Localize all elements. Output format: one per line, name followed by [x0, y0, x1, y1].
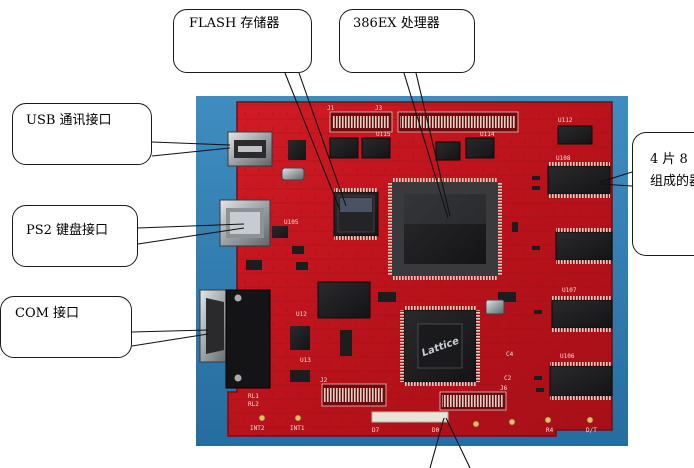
callout-386ex-processor: 386EX 处理器	[339, 9, 475, 73]
test-points	[258, 414, 594, 428]
crystal-oscillator	[485, 299, 505, 315]
chip-u112: U112	[557, 117, 593, 145]
label-u112: U112	[558, 117, 573, 124]
chip-soic	[361, 137, 391, 159]
label-u115: U115	[376, 131, 391, 138]
ram-chip-u108: U108	[547, 155, 611, 198]
smd-part	[292, 246, 304, 254]
smd-part	[296, 262, 308, 270]
ps2-connector	[219, 199, 271, 247]
callout-pointers	[131, 72, 633, 468]
label-rl1: RL1	[248, 393, 259, 400]
label-rl2: RL2	[248, 401, 259, 408]
label-u107: U107	[562, 287, 577, 294]
pointer-usb	[151, 141, 231, 146]
label-j6: J6	[500, 385, 508, 392]
label-d7: D7	[372, 427, 380, 434]
pointer-bottom	[429, 417, 445, 468]
flash-chip	[333, 188, 379, 240]
pointer-cpu	[403, 72, 449, 219]
smd-part	[246, 260, 262, 270]
pointer-com	[131, 329, 209, 333]
callout-ps2-keyboard-interface: PS2 键盘接口	[12, 205, 138, 267]
header-j6: J6	[439, 385, 508, 411]
label-j3: J3	[375, 105, 383, 112]
pointer-cpu	[415, 72, 451, 217]
memory-chip	[317, 281, 371, 319]
chip-u114: U114	[465, 131, 495, 159]
crystal	[281, 167, 305, 181]
label-int1: INT1	[290, 425, 305, 432]
header-j3: J3	[375, 105, 519, 133]
callout-usb-interface: USB 通讯接口	[12, 103, 152, 165]
label-c4: C4	[506, 351, 514, 358]
pointer-ram	[599, 171, 633, 183]
cpld-lattice: Lattice	[400, 306, 480, 386]
label-u106: U106	[560, 353, 575, 360]
pointer-ram	[599, 183, 633, 187]
label-u13: U13	[300, 357, 311, 364]
pointer-ps2	[137, 227, 245, 245]
callout-flash-memory: FLASH 存储器	[173, 9, 312, 73]
pointer-usb	[151, 147, 231, 157]
label-d0: D0	[432, 427, 440, 434]
cpu-386ex	[388, 178, 502, 280]
chip-soic	[290, 326, 310, 350]
chip-u115: U115	[329, 131, 391, 159]
pointer-flash	[284, 72, 341, 211]
ram-chip-u107: U107	[551, 287, 613, 332]
ram-chip-2	[555, 228, 613, 264]
pointer-bottom	[445, 417, 471, 468]
callout-com-interface: COM 接口	[0, 296, 132, 358]
smd-part	[340, 330, 352, 356]
com-db9-connector	[199, 289, 271, 389]
label-u12: U12	[296, 311, 307, 318]
smd-components	[498, 176, 544, 392]
label-r4: R4	[546, 427, 554, 434]
smd-part	[378, 292, 396, 302]
chip-soic	[435, 141, 461, 161]
label-dt: D/T	[586, 427, 597, 434]
pointer-flash	[298, 72, 347, 207]
header-j1: J1	[327, 105, 393, 133]
smd-part	[290, 370, 310, 382]
chip-small	[288, 140, 306, 160]
label-u114: U114	[480, 131, 495, 138]
label-c2: C2	[504, 375, 512, 382]
label-j1: J1	[327, 105, 335, 112]
label-u108: U108	[556, 155, 571, 162]
usb-connector	[227, 131, 273, 167]
label-j2: J2	[320, 377, 328, 384]
label-int2: INT2	[250, 425, 265, 432]
led-row	[371, 411, 449, 423]
label-u105: U105	[284, 219, 299, 226]
pointer-com	[131, 333, 209, 347]
ram-chip-u106: U106	[549, 353, 613, 400]
callout-memory-chips: 4 片 8 组成的器	[632, 132, 694, 256]
pointer-ps2	[137, 223, 245, 229]
chip-u105: U105	[272, 219, 299, 238]
header-j2: J2	[320, 377, 387, 407]
silkscreen-labels: INT2 INT1 D7 D0 R4 D/T RL1 RL2 C2 C4 U13…	[248, 311, 597, 434]
